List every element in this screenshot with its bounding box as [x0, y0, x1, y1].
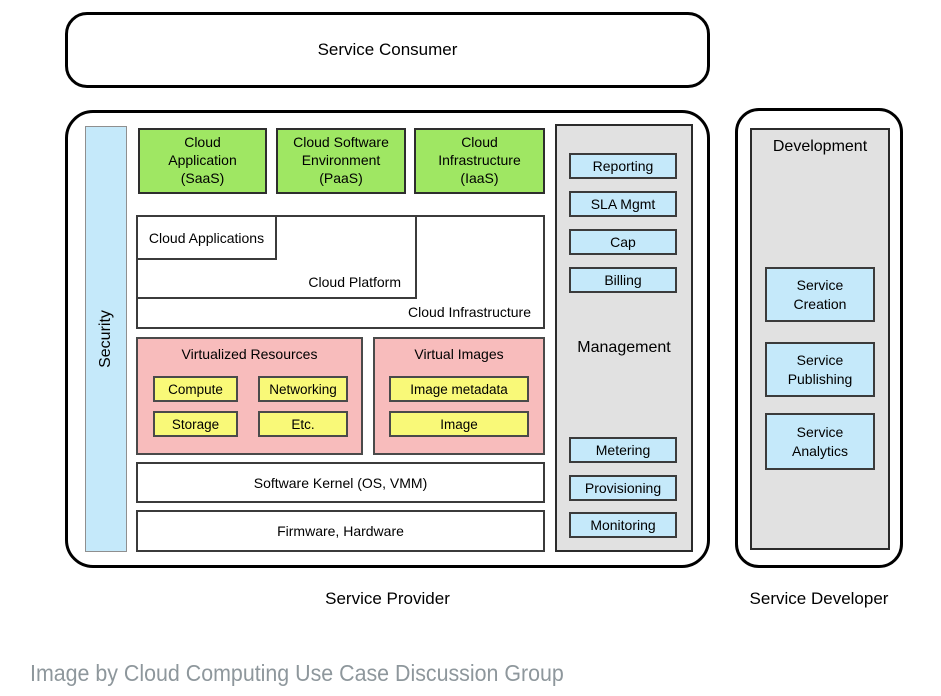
stack-platform-label: Cloud Platform	[308, 274, 401, 290]
management-title: Management	[577, 339, 671, 356]
firmware-hardware-box: Firmware, Hardware	[136, 510, 545, 552]
layer-iaas-box: Cloud Infrastructure (IaaS)	[414, 128, 545, 194]
management-sla-mgmt-label: SLA Mgmt	[590, 196, 656, 212]
management-monitoring-label: Monitoring	[590, 517, 656, 533]
stack-infrastructure-label: Cloud Infrastructure	[408, 304, 531, 320]
service-provider-label: Service Provider	[325, 589, 450, 608]
management-metering-box: Metering	[569, 437, 677, 463]
service-analytics-label: Service Analytics	[791, 424, 849, 459]
service-consumer-label: Service Consumer	[317, 40, 458, 59]
virtual-images-title: Virtual Images	[414, 346, 504, 362]
chip-networking-label: Networking	[269, 381, 337, 397]
management-reporting-box: Reporting	[569, 153, 677, 179]
management-reporting-label: Reporting	[592, 158, 654, 174]
service-developer-label: Service Developer	[749, 589, 889, 608]
management-billing-box: Billing	[569, 267, 677, 293]
service-consumer-box: Service Consumer	[65, 12, 710, 88]
management-provisioning-label: Provisioning	[584, 480, 662, 496]
image-attribution-caption: Image by Cloud Computing Use Case Discus…	[30, 660, 564, 686]
chip-etc: Etc.	[258, 411, 348, 437]
layer-paas-box: Cloud Software Environment (PaaS)	[276, 128, 406, 194]
development-panel	[750, 128, 890, 550]
service-creation-label: Service Creation	[793, 277, 847, 312]
layer-iaas-label: Cloud Infrastructure (IaaS)	[438, 134, 521, 186]
chip-compute-label: Compute	[168, 381, 223, 397]
management-billing-label: Billing	[604, 272, 642, 288]
chip-storage: Storage	[153, 411, 238, 437]
virtualized-resources-title: Virtualized Resources	[181, 346, 318, 362]
chip-networking: Networking	[258, 376, 348, 402]
chip-image-label: Image	[440, 416, 478, 432]
chip-compute: Compute	[153, 376, 238, 402]
service-publishing-label: Service Publishing	[787, 352, 853, 387]
security-bar: Security	[85, 126, 127, 552]
stack-applications-label: Cloud Applications	[148, 229, 265, 246]
management-cap-box: Cap	[569, 229, 677, 255]
service-analytics-box: Service Analytics	[765, 413, 875, 470]
management-metering-label: Metering	[595, 442, 651, 458]
management-cap-label: Cap	[610, 234, 636, 250]
security-label: Security	[97, 310, 115, 368]
firmware-hardware-label: Firmware, Hardware	[277, 523, 404, 539]
layer-saas-label: Cloud Application (SaaS)	[168, 134, 237, 186]
development-title: Development	[772, 138, 868, 155]
stack-applications-box: Cloud Applications	[136, 215, 277, 260]
chip-storage-label: Storage	[171, 416, 220, 432]
layer-paas-label: Cloud Software Environment (PaaS)	[293, 134, 389, 186]
service-publishing-box: Service Publishing	[765, 342, 875, 397]
management-provisioning-box: Provisioning	[569, 475, 677, 501]
management-monitoring-box: Monitoring	[569, 512, 677, 538]
service-creation-box: Service Creation	[765, 267, 875, 322]
chip-image-metadata: Image metadata	[389, 376, 529, 402]
chip-image: Image	[389, 411, 529, 437]
software-kernel-box: Software Kernel (OS, VMM)	[136, 462, 545, 503]
layer-saas-box: Cloud Application (SaaS)	[138, 128, 267, 194]
software-kernel-label: Software Kernel (OS, VMM)	[253, 474, 428, 491]
chip-image-metadata-label: Image metadata	[410, 381, 508, 397]
chip-etc-label: Etc.	[291, 416, 315, 432]
management-sla-mgmt-box: SLA Mgmt	[569, 191, 677, 217]
